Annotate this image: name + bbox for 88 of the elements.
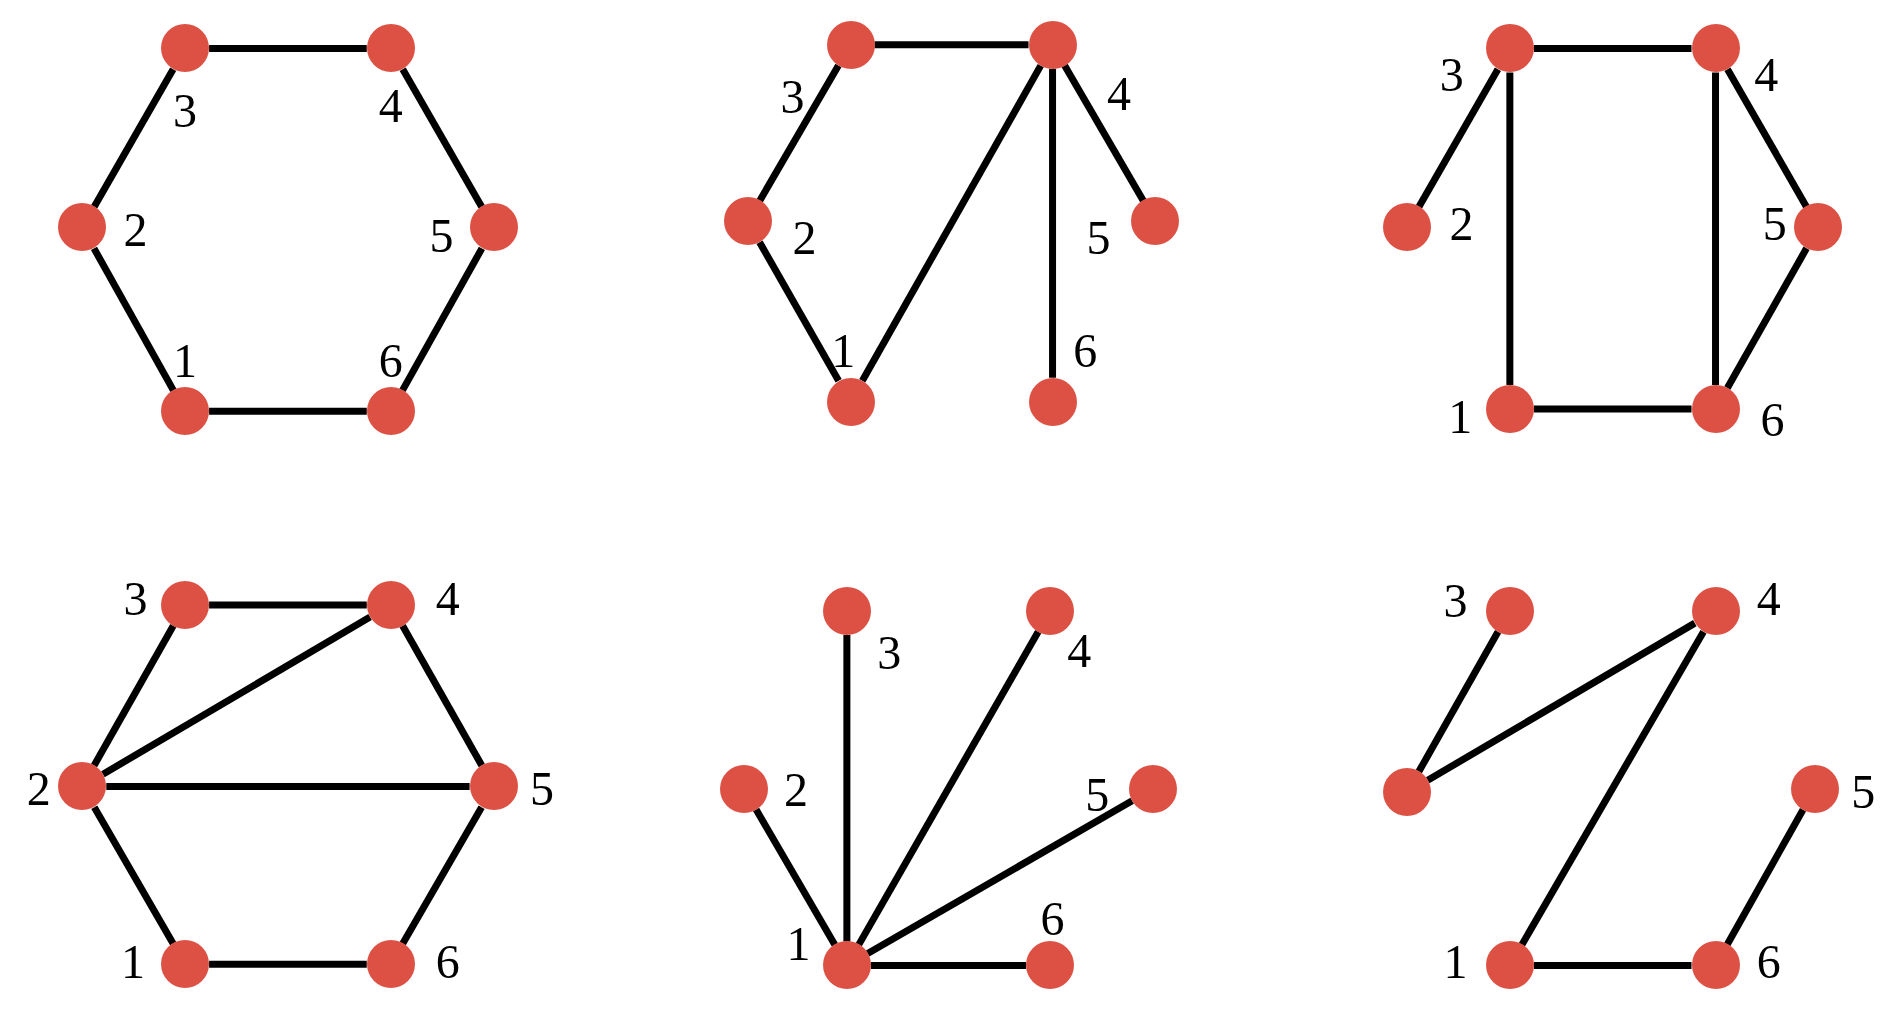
- edge-line: [106, 782, 470, 790]
- vertex-number: 1: [831, 326, 856, 375]
- graph-vertex: [469, 762, 518, 811]
- vertex-number: 3: [780, 72, 805, 121]
- vertex-number: 4: [435, 574, 460, 623]
- vertex-number: 3: [173, 87, 198, 136]
- edge-line: [1506, 72, 1514, 385]
- edge-line: [870, 961, 1027, 969]
- graph-vertex: [1794, 203, 1843, 252]
- vertex-number: 5: [530, 764, 554, 813]
- vertex-number: 4: [378, 82, 403, 131]
- vertex-number: 2: [1449, 199, 1474, 248]
- vertex-number: 3: [123, 574, 148, 623]
- vertex-number: 1: [121, 937, 146, 986]
- edge-line: [1061, 63, 1147, 203]
- edge-line: [874, 41, 1029, 49]
- vertex-number: 6: [1756, 937, 1781, 986]
- vertex-number: 5: [429, 211, 454, 260]
- graph-vertex: [58, 762, 107, 811]
- edge-line: [91, 624, 177, 768]
- vertex-number: 4: [1756, 574, 1781, 623]
- graph-vertex: [366, 580, 415, 629]
- graph-vertex: [161, 24, 210, 73]
- edge-line: [1533, 44, 1692, 52]
- edge-line: [756, 63, 842, 203]
- edge-line: [756, 240, 842, 383]
- edge-line: [1724, 808, 1807, 947]
- vertex-number: 5: [1085, 770, 1110, 819]
- vertex-number: 1: [786, 919, 811, 968]
- vertex-number: 4: [1067, 626, 1092, 675]
- edge-line: [843, 634, 851, 942]
- vertex-number: 2: [792, 214, 817, 263]
- graph-vertex: [58, 203, 107, 252]
- graph-vertex: [826, 377, 875, 426]
- graph-vertex: [1485, 24, 1534, 73]
- edge-line: [209, 960, 367, 968]
- vertex-number: 5: [1086, 214, 1111, 263]
- graph-vertex: [1691, 24, 1740, 73]
- graph-vertex: [723, 197, 772, 246]
- vertex-number: 5: [1762, 199, 1787, 248]
- edge-line: [1415, 67, 1501, 209]
- edge-line: [209, 601, 367, 609]
- edge-line: [1049, 68, 1057, 378]
- graph-vertex: [1691, 384, 1740, 433]
- vertex-number: 1: [1443, 937, 1468, 986]
- edge-line: [1712, 72, 1720, 385]
- edge-line: [855, 630, 1042, 947]
- vertex-number: 1: [173, 336, 198, 385]
- graph-vertex: [1691, 586, 1740, 635]
- vertex-number: 5: [1851, 768, 1876, 817]
- edge-line: [865, 797, 1134, 957]
- graph-vertex: [1128, 764, 1177, 813]
- vertex-number: 2: [123, 205, 148, 254]
- vertex-number: 1: [1448, 393, 1473, 442]
- edge-line: [753, 807, 838, 947]
- vertex-number: 6: [1073, 326, 1098, 375]
- vertex-number: 3: [877, 629, 902, 678]
- vertex-number: 6: [1760, 395, 1785, 444]
- vertex-number: 3: [1439, 51, 1464, 99]
- vertex-number: 4: [1107, 70, 1132, 119]
- edge-line: [1533, 405, 1692, 413]
- vertex-number: 4: [1754, 51, 1779, 99]
- edge-line: [399, 67, 485, 209]
- vertex-number: 2: [26, 764, 51, 813]
- edge-line: [209, 407, 367, 415]
- edge-line: [91, 805, 177, 946]
- graph-vertex: [366, 24, 415, 73]
- edge-line: [101, 614, 372, 778]
- vertex-number: 3: [1443, 577, 1468, 626]
- edge-line: [1724, 246, 1810, 390]
- graph-vertex: [1383, 203, 1431, 252]
- edge-line: [399, 624, 485, 768]
- edge-line: [1724, 67, 1810, 209]
- vertex-number: 6: [378, 336, 403, 385]
- edge-line: [399, 246, 485, 393]
- vertex-number: 2: [784, 766, 809, 814]
- edge-line: [90, 246, 177, 393]
- edge-line: [91, 67, 177, 209]
- vertex-number: 6: [1040, 895, 1065, 944]
- edge-line: [209, 44, 367, 52]
- edge-line: [399, 805, 485, 946]
- vertex-number: 6: [435, 937, 460, 986]
- edge-line: [859, 63, 1044, 383]
- edge-line: [1518, 629, 1707, 947]
- edge-line: [1533, 961, 1692, 969]
- edge-line: [1415, 630, 1502, 774]
- graph-vertex: [1383, 768, 1431, 817]
- graph-vertex: [469, 203, 518, 252]
